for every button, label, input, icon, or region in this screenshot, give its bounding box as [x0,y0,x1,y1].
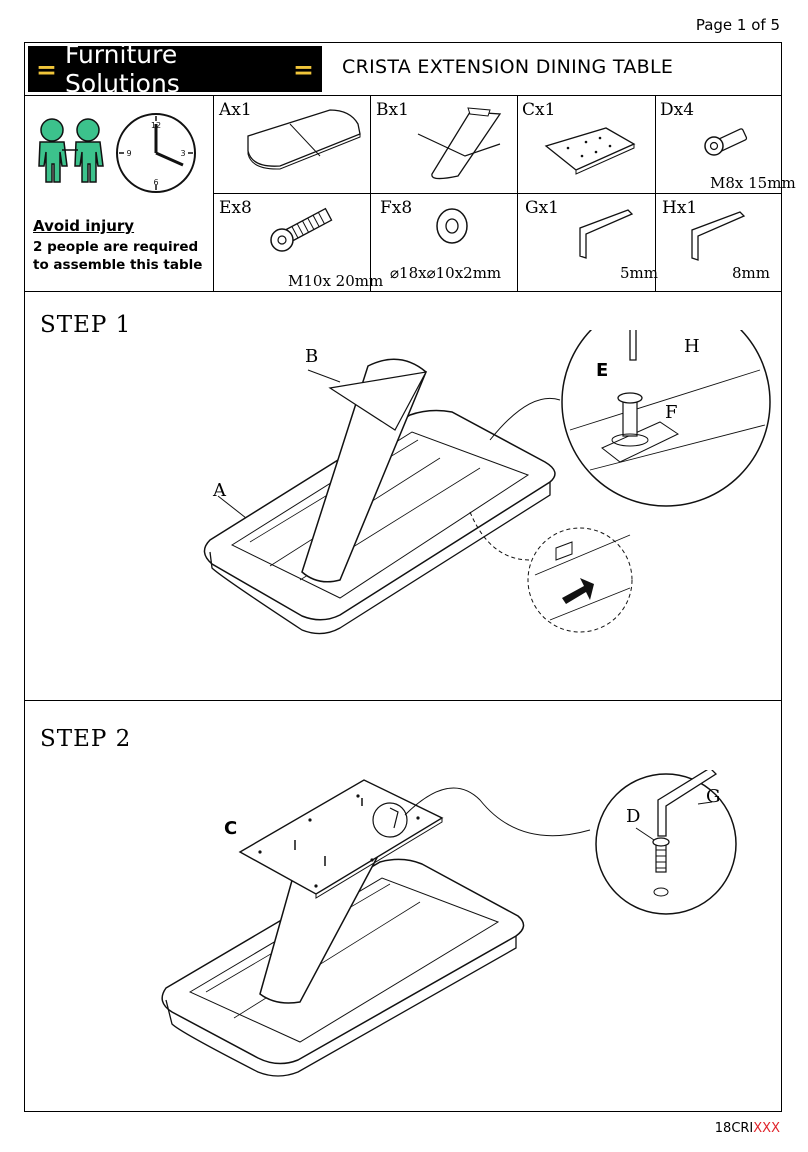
parts-row [24,96,782,292]
part-b-label: Bx1 [376,100,409,120]
callout-b: B [305,346,319,367]
callout-d: D [626,806,641,827]
step-divider [24,700,782,701]
grid-divider [370,96,371,292]
pedestal-base-part-illustration [417,107,502,180]
clock-icon: 12369 [116,113,196,193]
logo-bar-left: = [36,54,57,84]
step-2-title: STEP 2 [40,726,132,752]
step-1-title: STEP 1 [40,312,132,338]
document-code-suffix: XXX [753,1121,780,1136]
part-h-label: Hx1 [662,198,698,218]
part-a-label: Ax1 [219,100,252,120]
callout-e: E [596,360,609,381]
part-e-size: M10x 20mm [288,272,384,290]
callout-c: C [224,818,238,839]
document-code-prefix: 18CRI [714,1121,754,1136]
grid-divider [213,193,782,194]
grid-divider [655,96,656,292]
part-d-label: Dx4 [660,100,695,120]
grid-divider [517,96,518,292]
document-title: CRISTA EXTENSION DINING TABLE [342,56,674,78]
washer-icon [436,208,468,244]
callout-a: A [213,480,226,501]
header-row [24,42,782,96]
brand-name: Furniture Solutions [64,40,180,98]
part-g-label: Gx1 [525,198,559,218]
step-1-assembly-illustration [203,330,771,635]
table-top-part-illustration [247,109,361,170]
part-f-label: Fx8 [380,198,413,218]
part-f-size: ⌀18x⌀10x2mm [390,264,502,282]
svg-text:6: 6 [153,178,158,187]
long-bolt-icon [270,207,333,252]
logo-bar-right: = [293,54,314,84]
svg-text:9: 9 [126,149,131,158]
callout-g: G [706,786,721,807]
brand-logo: = Furniture Solutions = [28,40,322,98]
safety-text: 2 people are required to assemble this t… [33,239,203,273]
allen-key-5mm-icon [579,209,634,259]
page-frame [24,42,782,1112]
step-2-assembly-illustration [161,770,737,1077]
allen-key-8mm-icon [691,211,746,261]
part-g-size: 5mm [620,264,658,282]
short-bolt-icon [704,128,748,156]
svg-text:3: 3 [180,149,185,158]
part-c-label: Cx1 [522,100,556,120]
part-d-size: M8x 15mm [710,174,796,192]
mounting-plate-part-illustration [544,127,636,175]
callout-f: F [665,402,678,423]
two-people-icon [38,118,104,183]
safety-title: Avoid injury [33,217,135,235]
part-h-size: 8mm [732,264,770,282]
grid-divider [213,96,214,292]
document-code: 18CRIXXX [715,1121,780,1136]
page-number: Page 1 of 5 [695,16,780,34]
part-e-label: Ex8 [219,198,252,218]
callout-h: H [684,336,700,357]
